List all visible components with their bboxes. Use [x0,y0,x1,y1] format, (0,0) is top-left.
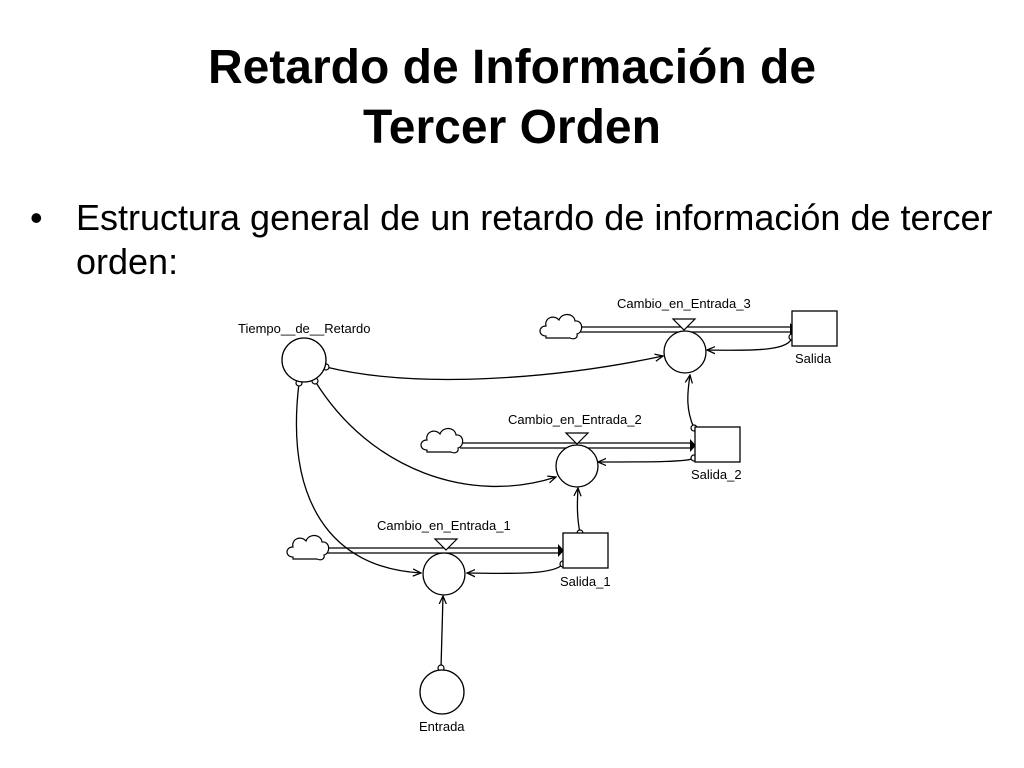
link-stock2-to-flow2 [598,457,695,462]
delay-time-label: Tiempo__de__Retardo [238,321,371,336]
bullet-text: Estructura general de un retardo de info… [76,197,993,282]
stock2-label: Salida_2 [691,467,742,482]
stock1-label: Salida_1 [560,574,611,589]
flow3-label: Cambio_en_Entrada_3 [617,296,751,311]
source-cloud-icon [420,427,464,454]
bullet-dot: • [30,197,43,238]
link-stock1-to-flow1 [467,563,564,573]
link-stock1-to-flow2 [577,488,580,534]
delay-time-node [281,337,327,383]
flow1-node [422,552,466,596]
stock1-box [562,532,609,569]
link-delay-to-flow1 [295,382,421,573]
flow2-label: Cambio_en_Entrada_2 [508,412,642,427]
flow1-label: Cambio_en_Entrada_1 [377,518,511,533]
flow2-node [555,444,599,488]
input-node [419,669,465,715]
valve-icon [564,432,590,445]
bullet-item: • Estructura general de un retardo de in… [30,196,1000,284]
link-stock2-to-flow3 [688,375,695,429]
link-stock3-to-flow3 [707,336,793,350]
link-delay-to-flow3 [325,356,663,381]
stock3-label: Salida [795,351,832,366]
input-label: Entrada [419,719,465,734]
valve-icon [433,538,459,551]
slide-title: Retardo de Información de Tercer Orden [0,38,1024,158]
stock2-box [694,426,741,463]
valve-icon [671,318,697,331]
title-line-1: Retardo de Información de [207,41,817,94]
title-line-2: Tercer Orden [363,101,661,154]
source-cloud-icon [539,313,583,340]
link-input-to-flow1 [441,596,443,669]
flow3-node [663,330,707,374]
stock3-box [791,310,838,347]
source-cloud-icon [286,534,330,561]
link-delay-to-flow2 [314,380,556,488]
